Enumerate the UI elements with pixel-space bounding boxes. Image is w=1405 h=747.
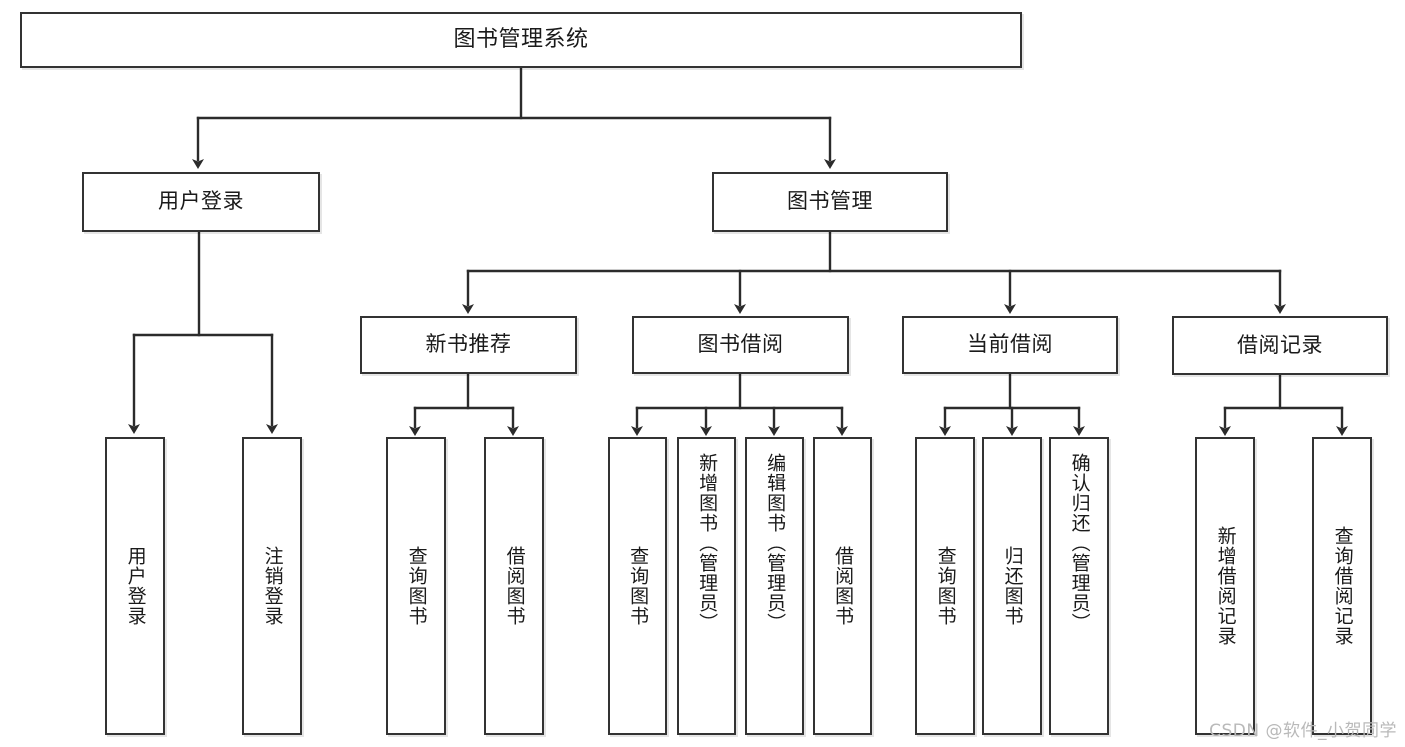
leaf-query-book-current[interactable]: 查询图书	[915, 437, 975, 735]
leaf-logout-login[interactable]: 注销登录	[242, 437, 302, 735]
node-new-book-recommend[interactable]: 新书推荐	[360, 316, 577, 374]
node-root[interactable]: 图书管理系统	[20, 12, 1022, 68]
node-book-manage[interactable]: 图书管理	[712, 172, 948, 232]
node-current-borrow[interactable]: 当前借阅	[902, 316, 1118, 374]
leaf-borrow-book-recommend[interactable]: 借阅图书	[484, 437, 544, 735]
leaf-confirm-return-admin[interactable]: 确认归还（管理员）	[1049, 437, 1109, 735]
node-user-login[interactable]: 用户登录	[82, 172, 320, 232]
leaf-edit-book-admin[interactable]: 编辑图书（管理员）	[745, 437, 804, 735]
leaf-borrow-book-borrow[interactable]: 借阅图书	[813, 437, 872, 735]
leaf-query-book-borrow[interactable]: 查询图书	[608, 437, 667, 735]
watermark: CSDN @软件_小贺同学	[1209, 721, 1397, 741]
leaf-add-borrow-record[interactable]: 新增借阅记录	[1195, 437, 1255, 735]
leaf-query-book-recommend[interactable]: 查询图书	[386, 437, 446, 735]
leaf-user-login[interactable]: 用户登录	[105, 437, 165, 735]
leaf-add-book-admin[interactable]: 新增图书（管理员）	[677, 437, 736, 735]
node-borrow-record[interactable]: 借阅记录	[1172, 316, 1388, 375]
leaf-return-book[interactable]: 归还图书	[982, 437, 1042, 735]
node-book-borrow[interactable]: 图书借阅	[632, 316, 849, 374]
leaf-query-borrow-record[interactable]: 查询借阅记录	[1312, 437, 1372, 735]
